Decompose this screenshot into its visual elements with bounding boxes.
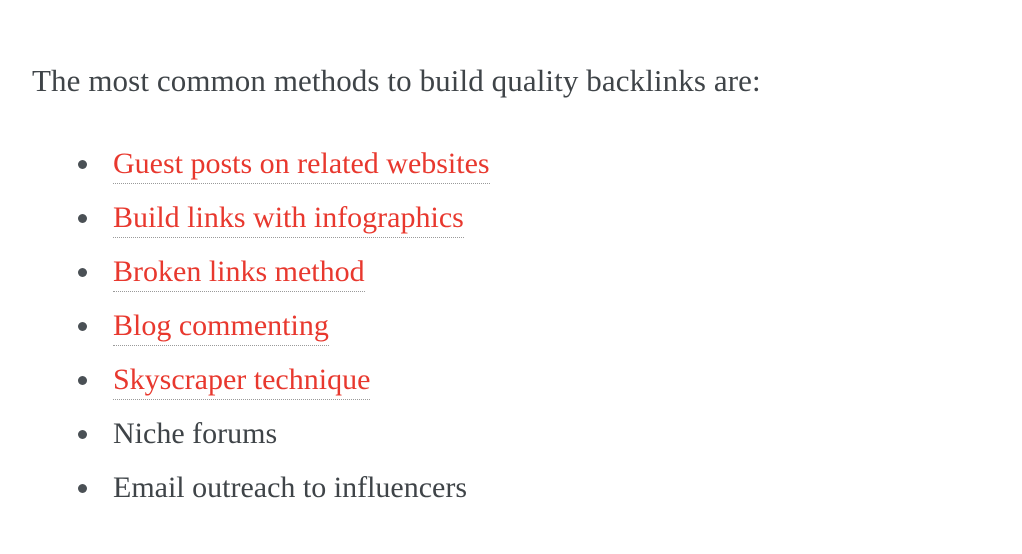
list-item-link-guest-posts[interactable]: Guest posts on related websites xyxy=(113,147,490,184)
list-item-text-niche-forums: Niche forums xyxy=(113,417,278,450)
list-item: Email outreach to influencers xyxy=(0,461,490,515)
bullet-icon xyxy=(78,376,87,385)
list-item-link-skyscraper[interactable]: Skyscraper technique xyxy=(113,363,371,400)
list-item: Broken links method xyxy=(0,245,490,299)
list-item: Build links with infographics xyxy=(0,191,490,245)
list-item: Skyscraper technique xyxy=(0,353,490,407)
list-item: Guest posts on related websites xyxy=(0,137,490,191)
list-item-link-blog-commenting[interactable]: Blog commenting xyxy=(113,309,329,346)
list-item: Blog commenting xyxy=(0,299,490,353)
bullet-icon xyxy=(78,322,87,331)
bullet-icon xyxy=(78,268,87,277)
list-item-link-broken-links[interactable]: Broken links method xyxy=(113,255,365,292)
bullet-icon xyxy=(78,430,87,439)
list-item: Niche forums xyxy=(0,407,490,461)
list-item-text-email-outreach: Email outreach to influencers xyxy=(113,471,468,504)
bullet-icon xyxy=(78,484,87,493)
intro-paragraph: The most common methods to build quality… xyxy=(32,63,761,98)
backlink-methods-list: Guest posts on related websites Build li… xyxy=(0,137,490,515)
list-item-link-infographics[interactable]: Build links with infographics xyxy=(113,201,464,238)
bullet-icon xyxy=(78,160,87,169)
bullet-icon xyxy=(78,214,87,223)
